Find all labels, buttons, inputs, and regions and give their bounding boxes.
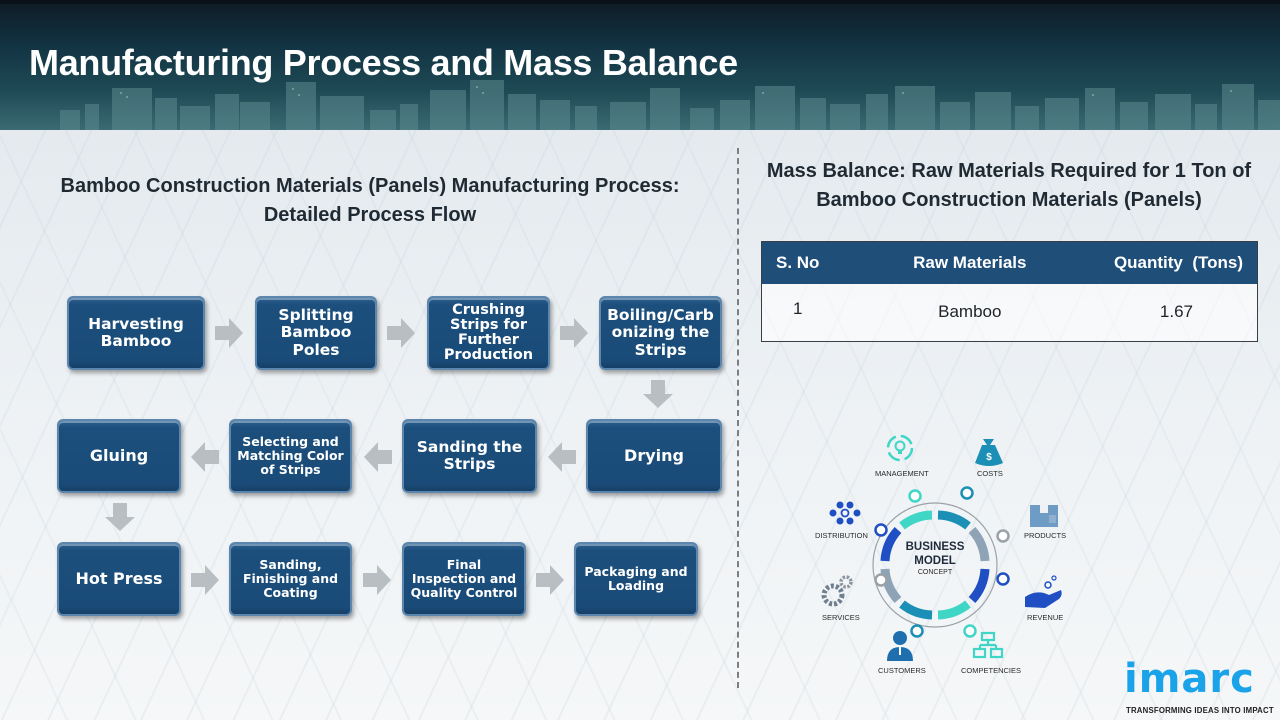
label-distribution: DISTRIBUTION [815, 531, 868, 540]
logo-tagline: TRANSFORMING IDEAS INTO IMPACT [1126, 706, 1274, 715]
gears-icon [821, 575, 853, 607]
arrow-down-icon [643, 380, 673, 408]
process-step-gluing: Gluing [57, 419, 181, 493]
arrow-left-icon [548, 442, 576, 472]
step-label: Gluing [89, 446, 149, 466]
process-step-drying: Drying [586, 419, 722, 493]
page-title: Manufacturing Process and Mass Balance [29, 42, 738, 83]
arrow-right-icon [363, 565, 391, 595]
business-model-center-line3: CONCEPT [918, 569, 953, 576]
distribution-network-icon [829, 501, 861, 525]
arrow-down-icon [105, 503, 135, 531]
arrow-right-icon [215, 318, 243, 348]
mass-balance-table: S. No Raw Materials Quantity (Tons) 1 Ba… [761, 241, 1258, 342]
step-label: Harvesting Bamboo [88, 314, 184, 350]
mass-balance-heading: Mass Balance: Raw Materials Required for… [750, 157, 1268, 215]
process-step-hot-press: Hot Press [57, 542, 181, 616]
arrow-left-icon [364, 442, 392, 472]
revenue-hand-icon [1025, 575, 1062, 608]
process-step-crushing: Crushing Strips for Further Production [427, 296, 550, 370]
step-label: Sanding the Strips [416, 437, 523, 473]
mass-balance-heading-line1: Mass Balance: Raw Materials Required for… [766, 160, 1252, 182]
business-model-graphic: BUSINESS MODEL CONCEPT $ [805, 425, 1075, 680]
process-flow-heading-line2: Detailed Process Flow [263, 204, 477, 226]
step-label: Sanding, Finishing and Coating [242, 557, 339, 600]
label-products: PRODUCTS [1024, 531, 1067, 540]
column-header-raw-materials: Raw Materials [870, 241, 1069, 284]
process-flow-heading-line1: Bamboo Construction Materials (Panels) M… [60, 175, 680, 197]
arrow-right-icon [191, 565, 219, 595]
header-banner: Manufacturing Process and Mass Balance [0, 0, 1280, 130]
imarc-logo: imarc TRANSFORMING IDEAS INTO IMPACT [1124, 652, 1274, 718]
section-divider [737, 148, 739, 688]
hierarchy-chart-icon [972, 631, 1004, 659]
management-icon [886, 434, 914, 462]
business-model-center-line1: BUSINESS [906, 541, 965, 553]
process-step-sanding-strips: Sanding the Strips [402, 419, 537, 493]
customer-person-icon [887, 631, 913, 661]
money-bag-icon: $ [975, 439, 1003, 466]
header-top-line [0, 0, 1280, 4]
step-label: Hot Press [75, 569, 163, 589]
step-label: Final Inspection and Quality Control [410, 557, 518, 600]
step-label: Drying [624, 446, 684, 466]
cell-sno: 1 [793, 299, 803, 319]
column-header-quantity: Quantity (Tons) [1069, 241, 1258, 284]
logo-wordmark: imarc [1124, 656, 1255, 702]
business-model-center-line2: MODEL [914, 555, 956, 567]
business-model-wheel: BUSINESS MODEL CONCEPT $ [821, 434, 1062, 661]
process-step-boiling: Boiling/Carbonizing the Strips [599, 296, 722, 370]
column-header-sno: S. No [761, 241, 871, 284]
table-header-row: S. No Raw Materials Quantity (Tons) [761, 241, 1258, 284]
arrow-right-icon [387, 318, 415, 348]
svg-text:$: $ [986, 452, 992, 463]
label-customers: CUSTOMERS [878, 666, 926, 675]
table-row: 1 Bamboo 1.67 [762, 284, 1258, 342]
step-label: Splitting Bamboo Poles [278, 306, 354, 359]
process-flow-heading: Bamboo Construction Materials (Panels) M… [30, 172, 710, 230]
arrow-left-icon [191, 442, 219, 472]
process-step-selecting-matching: Selecting and Matching Color of Strips [229, 419, 352, 493]
label-services: SERVICES [822, 613, 860, 622]
process-step-final-inspection: Final Inspection and Quality Control [402, 542, 526, 616]
arrow-right-icon [536, 565, 564, 595]
process-step-packaging: Packaging and Loading [574, 542, 698, 616]
arrow-right-icon [560, 318, 588, 348]
city-skyline-graphic [60, 80, 1280, 130]
label-management: MANAGEMENT [875, 469, 929, 478]
mass-balance-heading-line2: Bamboo Construction Materials (Panels) [816, 189, 1202, 211]
label-competencies: COMPETENCIES [961, 666, 1022, 675]
product-box-icon [1030, 505, 1058, 527]
process-step-splitting: Splitting Bamboo Poles [255, 296, 377, 370]
step-label: Boiling/Carbonizing the Strips [607, 306, 714, 359]
label-revenue: REVENUE [1027, 613, 1064, 622]
step-label: Crushing Strips for Further Production [443, 301, 534, 364]
label-costs: COSTS [977, 469, 1003, 478]
step-label: Packaging and Loading [584, 564, 688, 593]
step-label: Selecting and Matching Color of Strips [237, 434, 344, 477]
process-step-harvesting: Harvesting Bamboo [67, 296, 205, 370]
cell-quantity: 1.67 [1159, 302, 1193, 322]
cell-material: Bamboo [938, 302, 1002, 322]
process-step-sanding-finishing: Sanding, Finishing and Coating [229, 542, 352, 616]
